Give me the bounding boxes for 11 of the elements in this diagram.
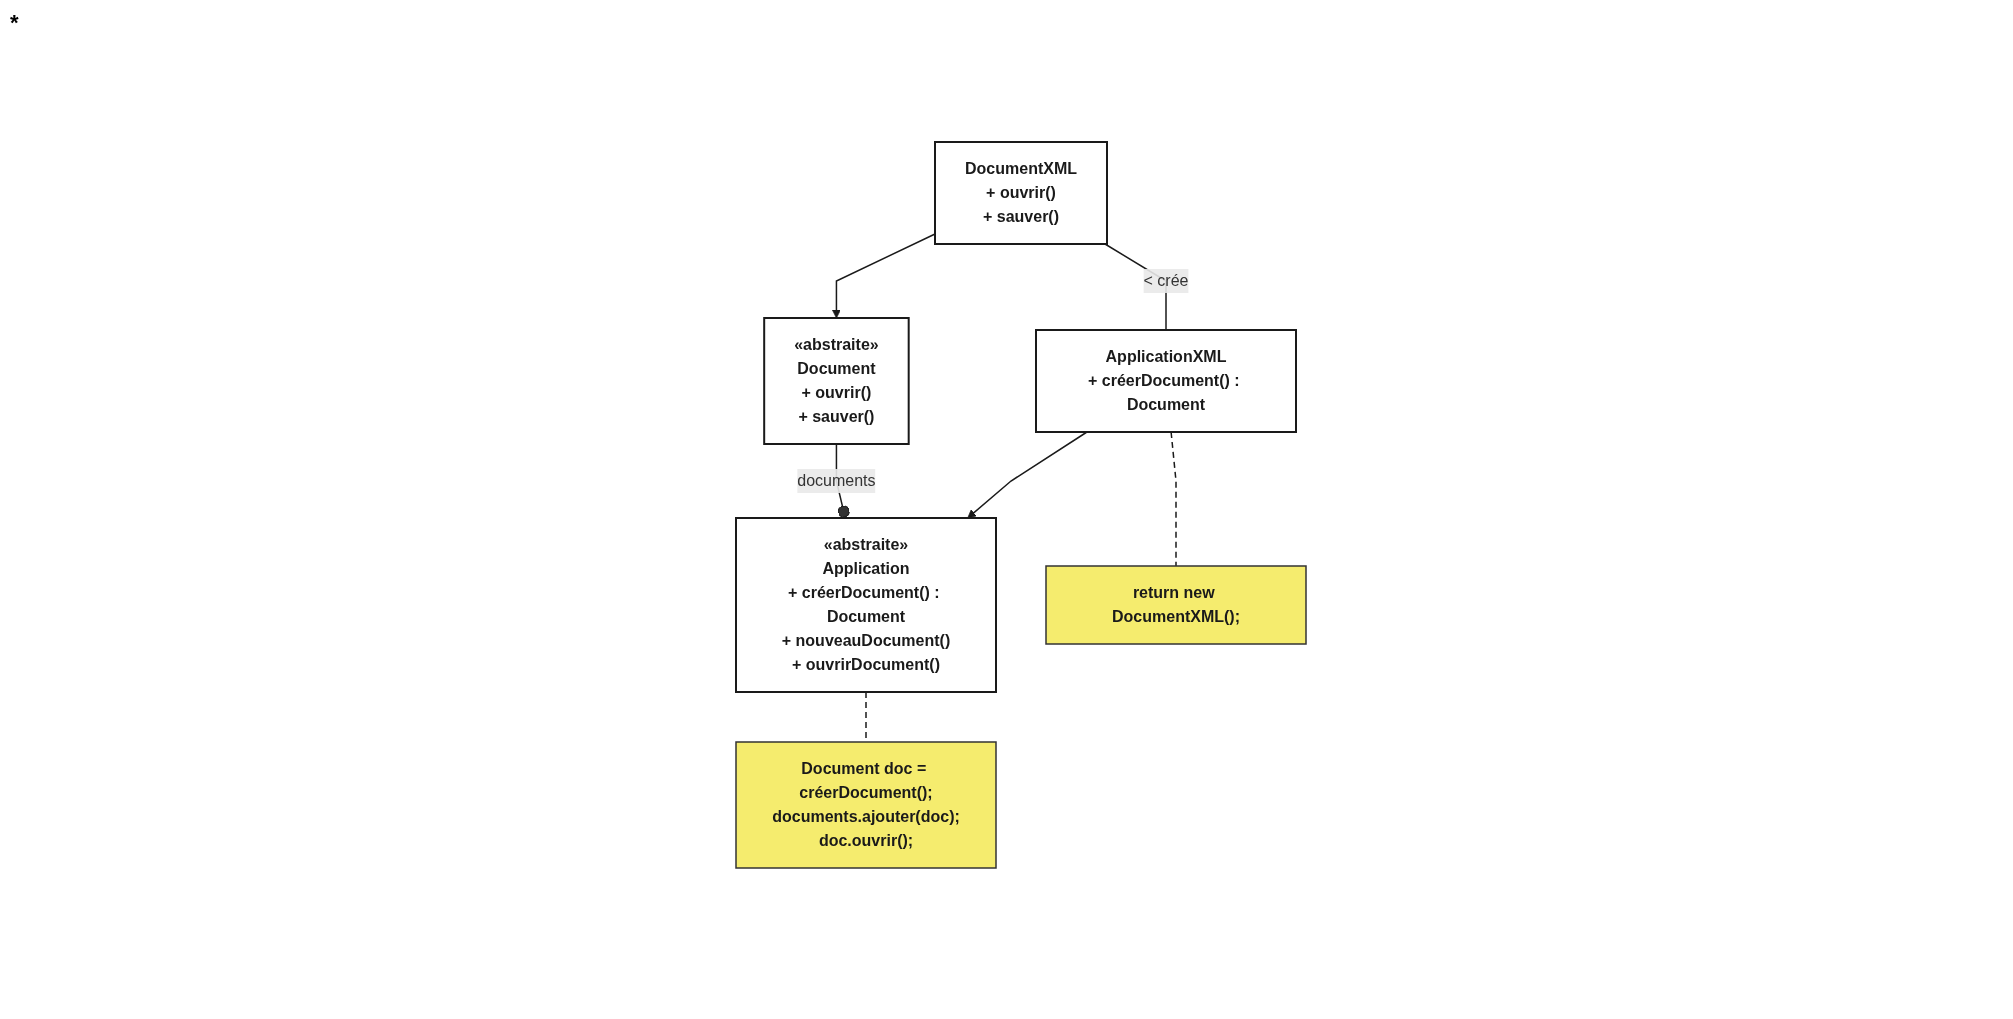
connector: [1170, 431, 1177, 567]
arrow: [967, 431, 1088, 519]
node-box: DocumentXML + ouvrir() + sauver(): [933, 141, 1108, 245]
multiplicity-label: *: [10, 10, 19, 36]
edge-label: documents: [797, 472, 876, 489]
node-box: «abstraite» Application + créerDocument() : Document + nouveauDocument() + ouvrirDocument(): [734, 517, 997, 693]
node-box: ApplicationXML + créerDocument() : Document: [1034, 329, 1297, 433]
node-box: «abstraite» Document + ouvrir() + sauver(): [762, 317, 910, 445]
node-box: Document doc = créerDocument(); documents.ajouter(doc); doc.ouvrir();: [735, 741, 997, 869]
node-box: return new DocumentXML();: [1045, 565, 1307, 645]
edge-label: < crée: [1143, 272, 1189, 289]
